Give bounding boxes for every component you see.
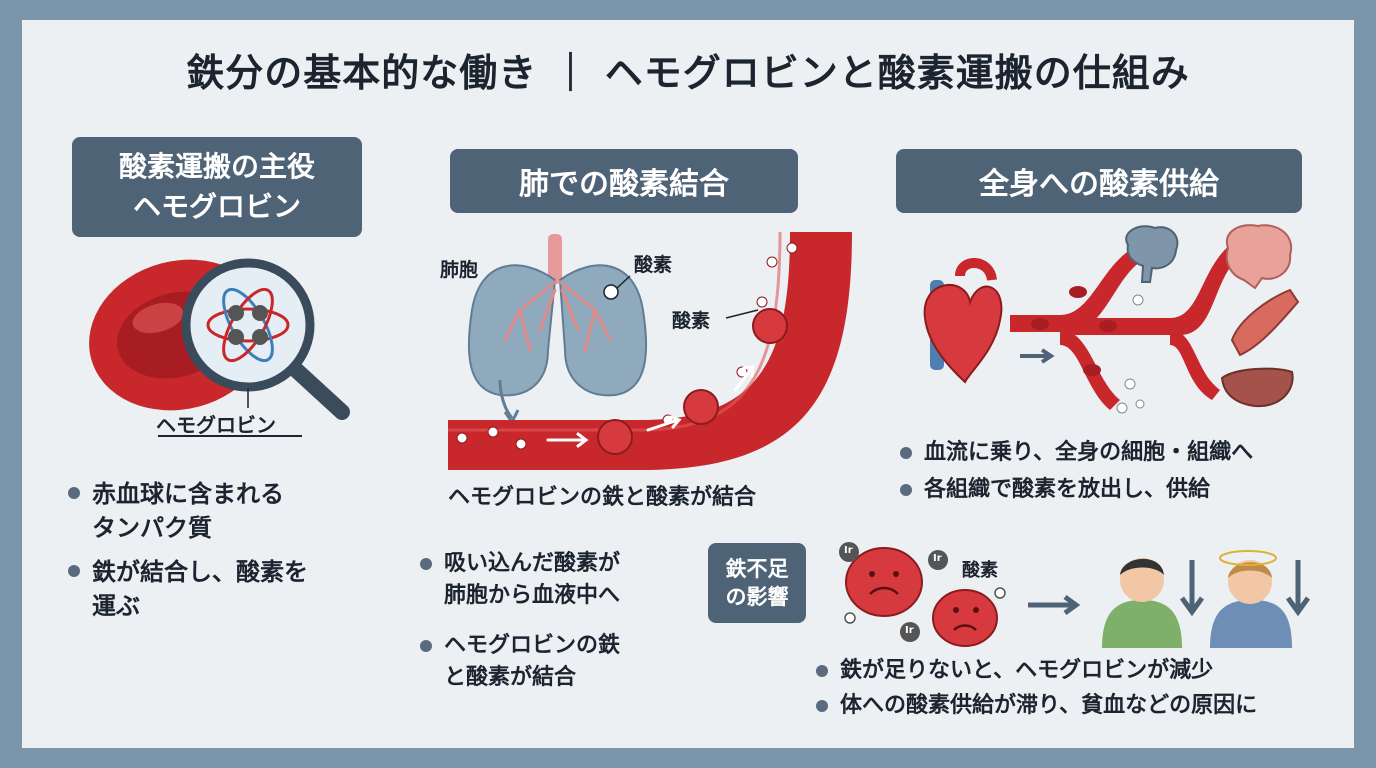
bullet-dot <box>816 665 828 677</box>
iron-symbol-3: Ir <box>905 625 914 636</box>
iron-symbol-1: Ir <box>844 545 853 556</box>
bullet-dot <box>900 447 912 459</box>
section4-heading-line2: の影響 <box>725 585 789 609</box>
section2-bullet-2: ヘモグロビンの鉄と酸素が結合 <box>420 630 620 694</box>
blood-vessel-illustration <box>448 231 852 470</box>
bullet-dot <box>68 487 80 499</box>
section4-bullet-2: 体への酸素供給が滞り、貧血などの原因に <box>816 690 1257 722</box>
branching-vessels-illustration <box>1010 245 1240 414</box>
label-oxygen-vessel: 酸素 <box>672 310 711 332</box>
section1-heading: 酸素運搬の主役 ヘモグロビン <box>72 137 362 237</box>
section2-heading: 肺での酸素結合 <box>450 149 798 213</box>
sad-red-cell-icon <box>845 547 998 647</box>
section4-heading: 鉄不足 の影響 <box>708 543 806 623</box>
smiling-red-cell-icon <box>597 308 788 455</box>
tired-person-icon <box>1102 558 1182 648</box>
bullet-dot <box>900 484 912 496</box>
magnifier-label: ヘモグロビン <box>156 413 276 437</box>
section1-bullet-1: 赤血球に含まれるタンパク質 <box>68 477 284 545</box>
bullet-dot <box>420 558 432 570</box>
section1-bullet-2: 鉄が結合し、酸素を運ぶ <box>68 555 308 623</box>
section3-heading: 全身への酸素供給 <box>896 149 1302 213</box>
label-alveoli: 肺胞 <box>440 259 479 281</box>
section3-bullet-1: 血流に乗り、全身の細胞・組織へ <box>900 437 1253 469</box>
iron-symbol-2: Ir <box>933 553 942 564</box>
hemoglobin-molecule-icon <box>206 287 290 363</box>
section1-heading-line1: 酸素運搬の主役 <box>118 150 315 183</box>
bullet-dot <box>420 640 432 652</box>
bullet-dot <box>816 700 828 712</box>
section1-heading-line2: ヘモグロビン <box>132 190 301 223</box>
down-arrow-icon <box>1179 560 1311 617</box>
section2-bullet-1: 吸い込んだ酸素が肺胞から血液中へ <box>420 548 620 612</box>
section4-bullet-1: 鉄が足りないと、ヘモグロビンが減少 <box>816 655 1213 687</box>
label-oxygen-lung: 酸素 <box>634 254 673 276</box>
lungs-illustration <box>467 234 648 425</box>
bullet-dot <box>68 565 80 577</box>
section4-heading-line1: 鉄不足 <box>725 557 789 581</box>
page-title: 鉄分の基本的な働き ｜ ヘモグロビンと酸素運搬の仕組み <box>186 51 1190 95</box>
magnifier-icon <box>181 258 350 420</box>
organ-icons <box>1125 224 1300 408</box>
iron-atom-icons <box>839 542 948 642</box>
label-oxygen-deficiency: 酸素 <box>962 560 998 581</box>
section3-bullet-2: 各組織で酸素を放出し、供給 <box>900 474 1210 506</box>
heart-illustration <box>923 258 1003 384</box>
dizzy-person-icon <box>1210 550 1292 648</box>
section2-caption: ヘモグロビンの鉄と酸素が結合 <box>448 485 757 510</box>
